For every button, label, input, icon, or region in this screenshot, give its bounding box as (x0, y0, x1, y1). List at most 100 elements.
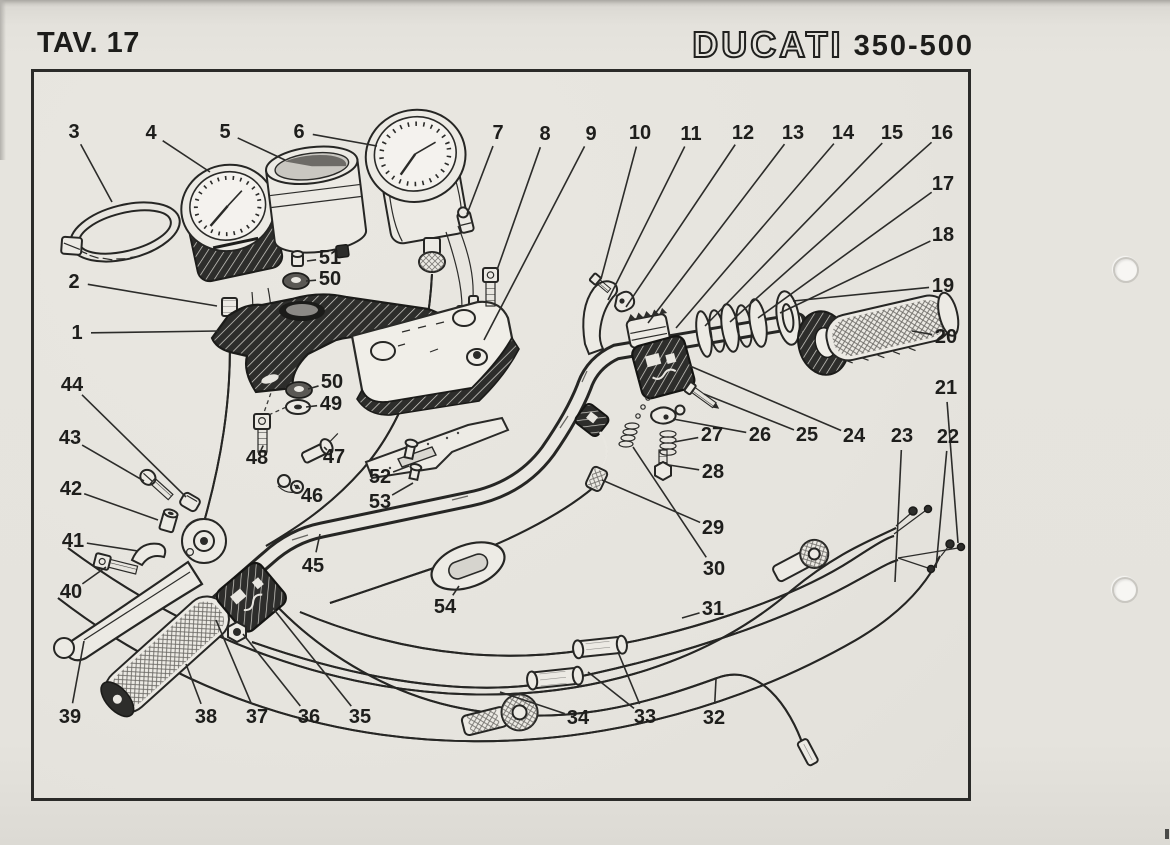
left-grip (100, 595, 230, 718)
lower-mounting-plate (364, 416, 510, 481)
leader-line-18 (779, 240, 931, 314)
cable-adjuster-upper (572, 634, 628, 660)
leader-line-41 (86, 542, 139, 552)
choke-elbow-connector (574, 402, 610, 492)
leader-line-47 (323, 446, 328, 451)
callout-49: 49 (320, 393, 342, 415)
callout-5: 5 (219, 121, 230, 143)
cable-clamp-46 (277, 474, 304, 494)
leader-line-13 (647, 143, 786, 324)
plate-stud-upper (403, 438, 419, 460)
leader-line-42 (83, 492, 159, 521)
leader-line-53 (391, 482, 414, 496)
screw-43 (139, 468, 174, 501)
leader-line-12 (625, 144, 736, 308)
bolt-28 (654, 449, 672, 482)
callout-47: 47 (323, 446, 345, 468)
callout-10: 10 (629, 122, 651, 144)
leader-line-11 (607, 146, 686, 301)
callout-4: 4 (145, 122, 157, 144)
rubber-piece-44 (179, 491, 201, 513)
callout-52: 52 (369, 466, 391, 488)
leader-line-14 (675, 143, 835, 329)
callout-2: 2 (68, 271, 79, 293)
callout-24: 24 (843, 425, 866, 447)
callout-43: 43 (59, 427, 81, 449)
callout-15: 15 (881, 122, 903, 144)
leader-line-28 (668, 464, 700, 471)
leader-line-48 (260, 445, 264, 451)
washer-50-top (282, 272, 310, 290)
callout-33: 33 (634, 706, 656, 728)
plate-stud-lower (408, 463, 423, 481)
callout-53: 53 (369, 491, 391, 513)
callout-39: 39 (59, 706, 81, 728)
leader-line-24 (689, 365, 842, 432)
leader-line-20 (911, 330, 933, 336)
callout-22: 22 (937, 426, 959, 448)
tachometer-drawing (180, 163, 284, 351)
screw-8 (482, 267, 499, 307)
callout-32: 32 (703, 707, 725, 729)
punch-hole-bottom (1112, 577, 1138, 603)
leader-line-54 (452, 585, 460, 596)
leader-line-33 (587, 671, 635, 709)
callout-11: 11 (680, 123, 701, 145)
callout-23: 23 (891, 425, 913, 447)
callout-40: 40 (60, 581, 82, 603)
leader-line-51 (306, 259, 317, 262)
brand-wordmark: DUCATI (691, 23, 844, 66)
callout-20: 20 (935, 326, 957, 348)
leader-line-30 (632, 446, 707, 558)
callout-54: 54 (434, 596, 457, 618)
callout-8: 8 (539, 123, 550, 145)
washer-50-mid (285, 381, 313, 399)
washer-49 (285, 399, 311, 415)
leader-line-10 (600, 146, 638, 280)
cable-guide-clamp (613, 290, 636, 313)
callout-51: 51 (319, 247, 341, 269)
callout-7: 7 (492, 122, 503, 144)
leader-line-37 (215, 619, 253, 705)
left-switch-housing (215, 561, 287, 633)
callout-16: 16 (931, 122, 953, 144)
callout-12: 12 (732, 122, 754, 144)
callout-35: 35 (349, 706, 371, 728)
leader-line-50b (305, 279, 317, 282)
leader-line-45 (315, 533, 321, 553)
leader-line-15 (704, 142, 883, 327)
leader-line-19 (792, 286, 930, 302)
brand-logo: DUCATI 350-500 (691, 23, 974, 66)
leader-line-9 (483, 146, 586, 341)
leader-line-38 (185, 663, 202, 705)
leader-line-23 (894, 449, 903, 583)
leader-line-33 (617, 651, 641, 705)
callout-27: 27 (701, 424, 723, 446)
bar-end-nut (227, 620, 247, 644)
model-range: 350-500 (853, 30, 974, 62)
callout-29: 29 (702, 517, 724, 539)
speedometer-drawing (364, 108, 479, 322)
leader-line-29 (601, 479, 701, 524)
nut-51 (291, 250, 304, 267)
callout-13: 13 (782, 122, 804, 144)
scan-artifact (1165, 829, 1169, 839)
lever-pivot-boss (181, 518, 227, 564)
callout-50b: 50 (319, 268, 341, 290)
scan-edge-top (0, 0, 1170, 7)
screw-40 (92, 552, 139, 575)
leader-line-6 (312, 133, 378, 147)
cable-adjuster-lower (526, 665, 584, 691)
bar-clamp-lug (130, 542, 167, 567)
callout-45: 45 (302, 555, 324, 577)
leader-line-46 (293, 484, 301, 490)
leader-line-43 (81, 444, 145, 482)
leader-line-2 (87, 283, 218, 307)
leader-line-16 (729, 141, 933, 323)
leader-line-1 (90, 330, 219, 334)
callout-44: 44 (61, 374, 84, 396)
throttle-chain-and-spring (618, 395, 651, 448)
clutch-lever (53, 560, 204, 662)
